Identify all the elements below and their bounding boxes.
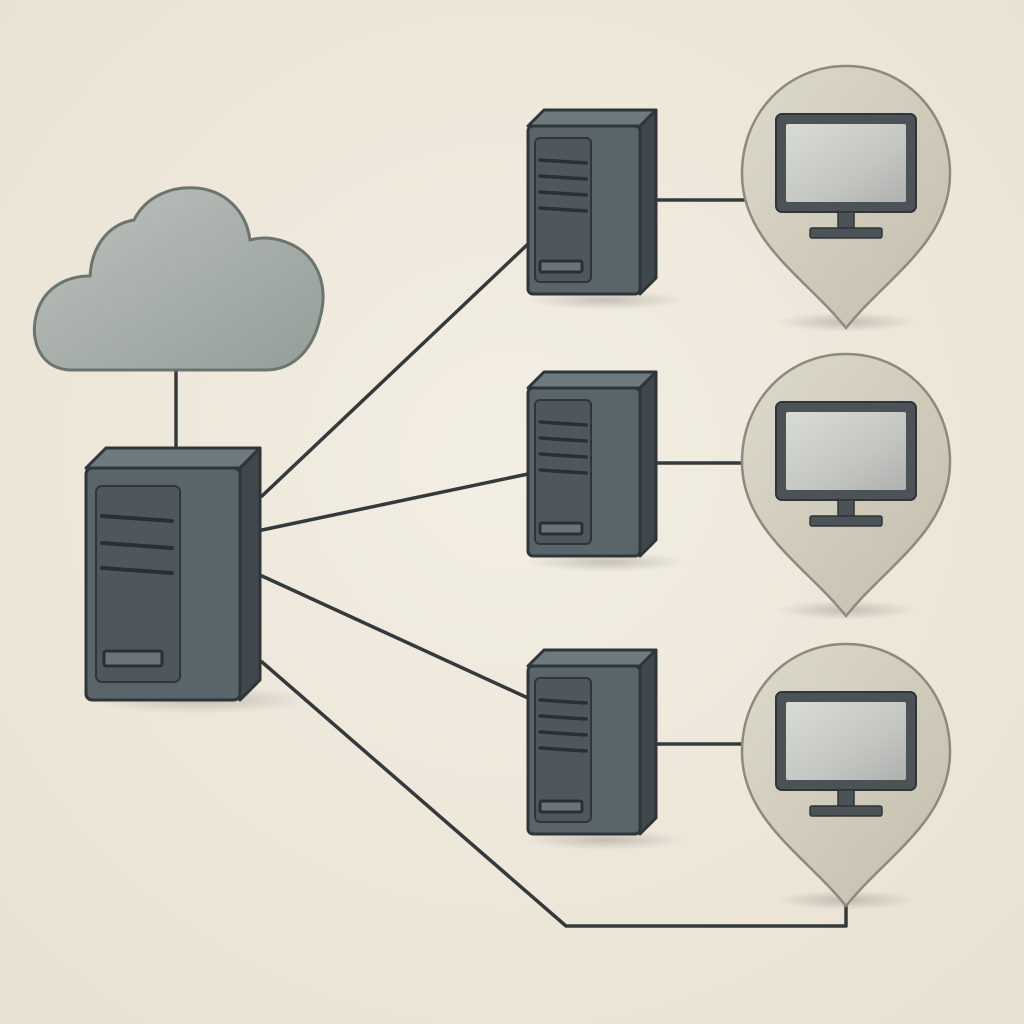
connections (174, 198, 848, 928)
client-2-pin-icon (740, 352, 952, 620)
monitor-icon (775, 113, 917, 239)
server-1-icon (526, 108, 686, 310)
server-3-icon (526, 648, 686, 850)
monitor-icon (775, 401, 917, 527)
link-main-server-3 (260, 574, 530, 700)
link-main-server-client-3 (260, 660, 848, 928)
cloud-icon (32, 186, 325, 372)
client-1-pin-icon (740, 64, 952, 332)
server-2-icon (526, 370, 686, 572)
monitor-icon (775, 691, 917, 817)
link-main-server-2 (260, 472, 530, 532)
client-3-pin-icon (740, 642, 952, 910)
link-main-server-1 (260, 242, 530, 498)
main-server-icon (84, 446, 310, 714)
